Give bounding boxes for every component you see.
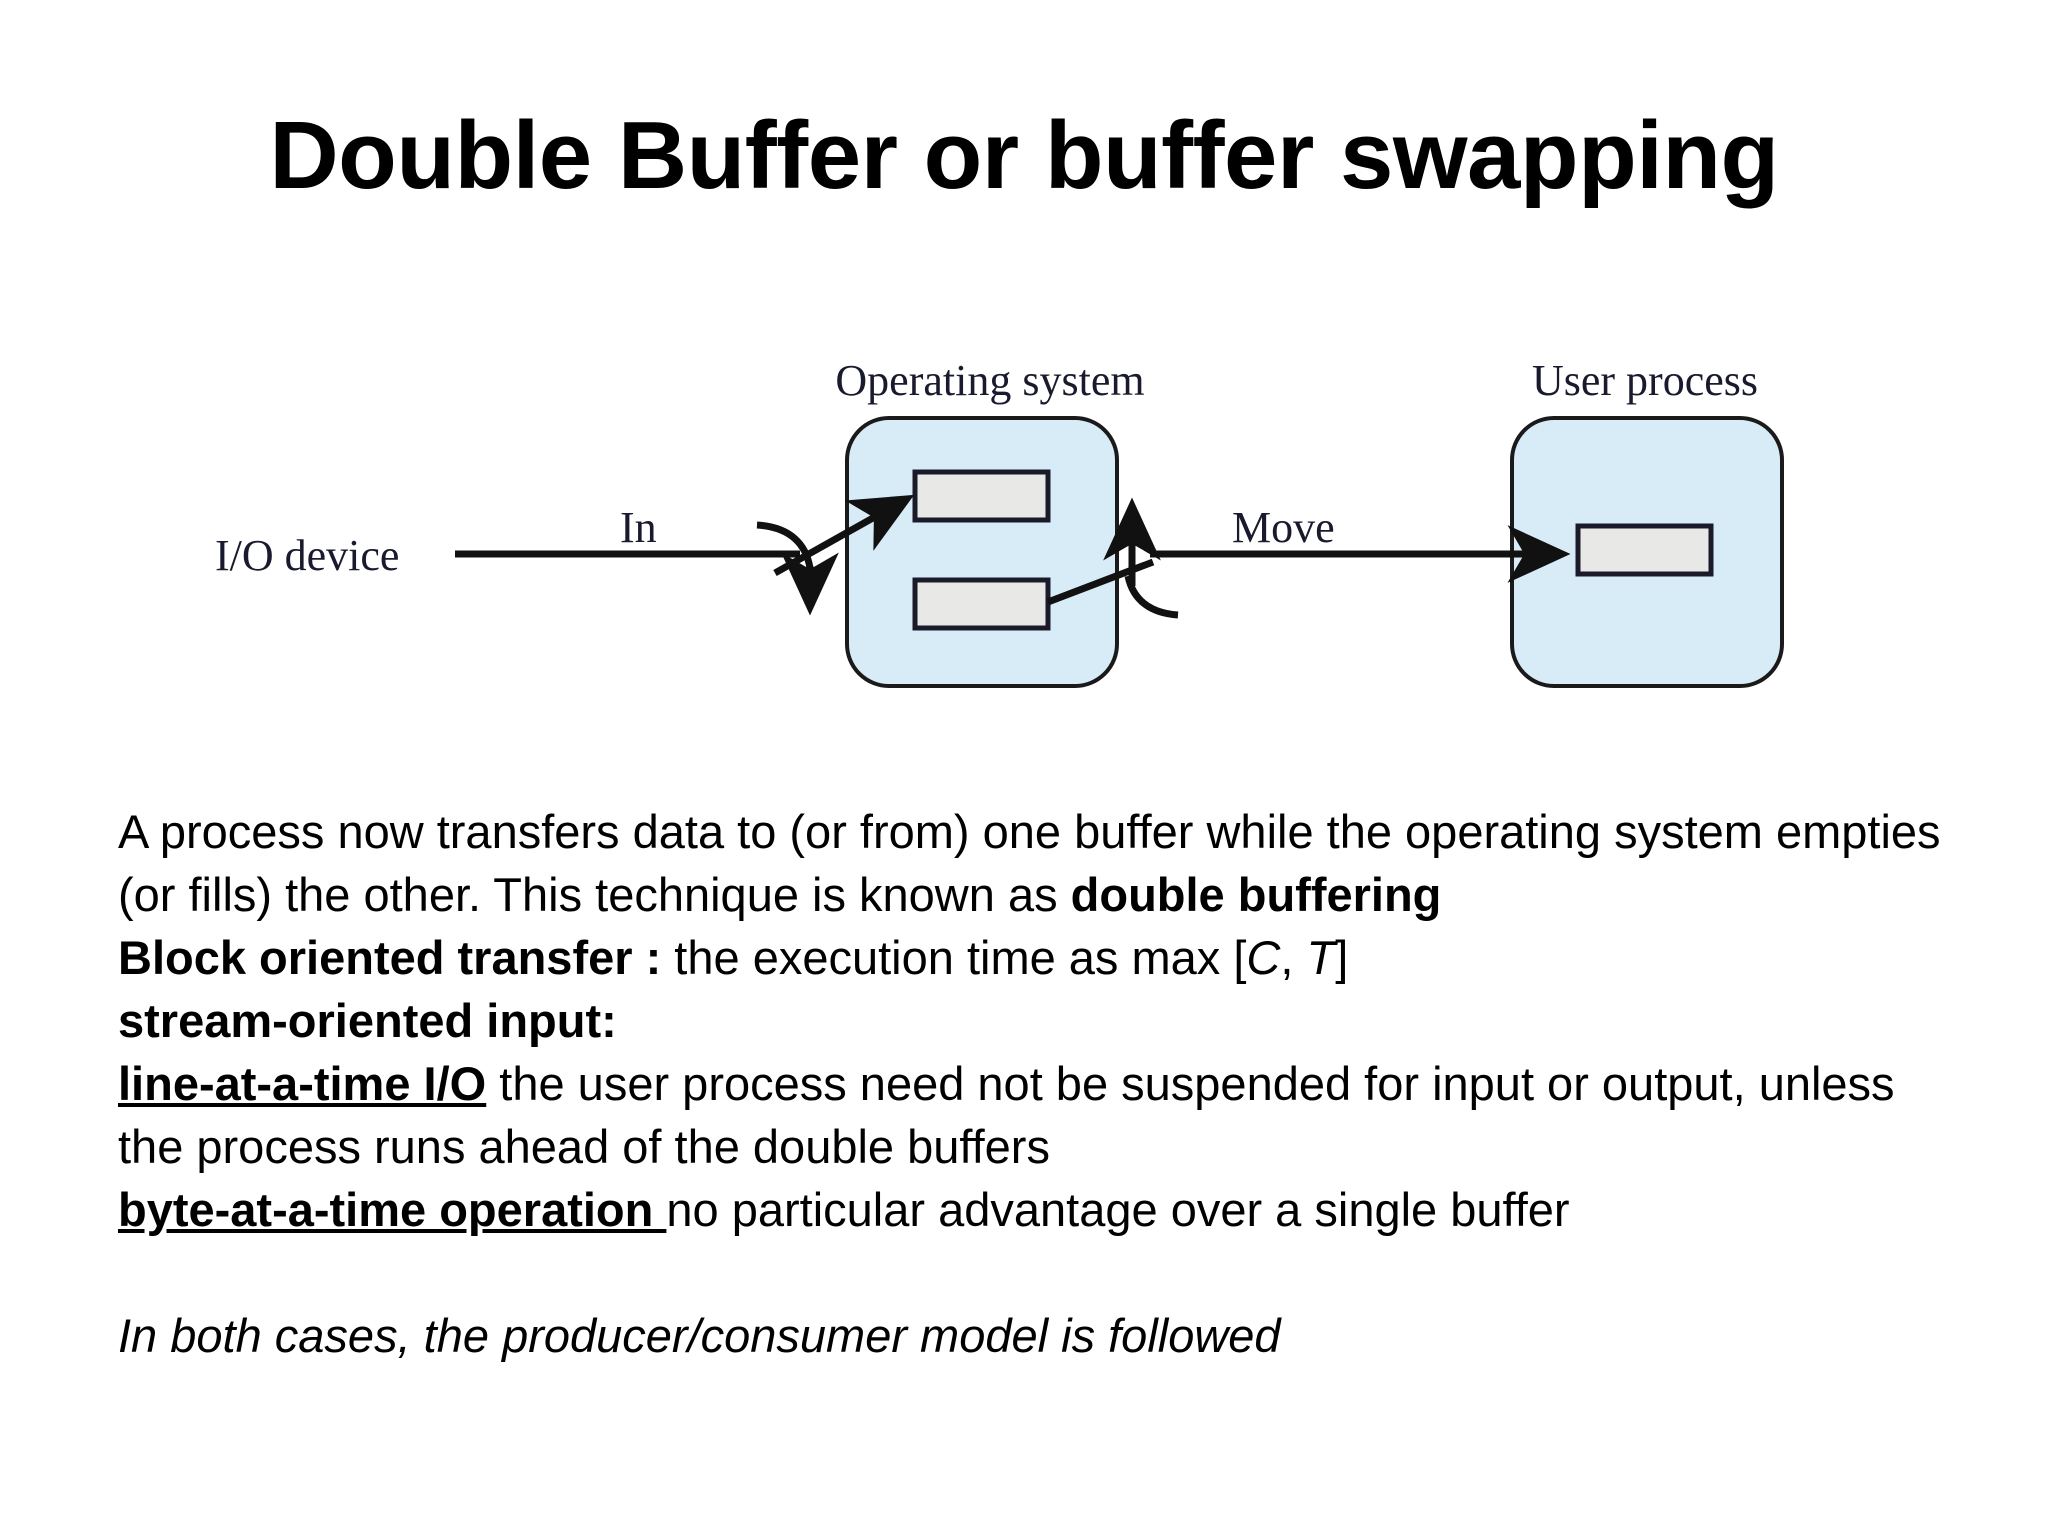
- line-at-a-time-io-text: the user process need not be suspended f…: [118, 1057, 1895, 1173]
- in-label: In: [620, 503, 657, 552]
- line-stream-oriented-input: stream-oriented input:: [118, 989, 1948, 1052]
- operating-system-label: Operating system: [835, 356, 1144, 405]
- stream-oriented-input-label: stream-oriented input:: [118, 994, 617, 1047]
- operating-system-box: [845, 416, 1119, 688]
- move-label: Move: [1232, 503, 1335, 552]
- line-byte-at-a-time-operation: byte-at-a-time operation no particular a…: [118, 1178, 1948, 1241]
- line-at-a-time-io: line-at-a-time I/O the user process need…: [118, 1052, 1948, 1178]
- closing-italic-line: In both cases, the producer/consumer mod…: [118, 1309, 1281, 1362]
- block-oriented-transfer-label: Block oriented transfer :: [118, 931, 675, 984]
- paragraph-spacer: [118, 1241, 1948, 1304]
- in-arrow: [773, 494, 915, 577]
- block-oriented-transfer-text-mid: ,: [1280, 931, 1307, 984]
- variable-c: C: [1246, 931, 1281, 984]
- paragraph1-text: A process now transfers data to (or from…: [118, 805, 1941, 921]
- byte-at-a-time-operation-label: byte-at-a-time operation: [118, 1183, 667, 1236]
- line-at-a-time-io-label: line-at-a-time I/O: [118, 1057, 487, 1110]
- block-oriented-transfer-text-pre: the execution time as max [: [674, 931, 1247, 984]
- user-process-buffer: [1575, 523, 1714, 577]
- os-buffer-top: [912, 469, 1051, 523]
- variable-t: T: [1306, 931, 1336, 984]
- paragraph-double-buffering: A process now transfers data to (or from…: [118, 800, 1948, 926]
- io-device-label: I/O device: [215, 531, 399, 580]
- diagram-svg: Operating system User process I/O device…: [215, 356, 1784, 688]
- os-buffer-bottom: [912, 577, 1051, 631]
- page-title: Double Buffer or buffer swapping: [269, 102, 1779, 209]
- body-text-block: A process now transfers data to (or from…: [118, 800, 1948, 1367]
- byte-at-a-time-operation-text: no particular advantage over a single bu…: [666, 1183, 1570, 1236]
- line-block-oriented-transfer: Block oriented transfer : the execution …: [118, 926, 1948, 989]
- block-oriented-transfer-text-post: ]: [1335, 931, 1349, 984]
- paragraph1-bold-term: double buffering: [1070, 868, 1442, 921]
- user-process-label: User process: [1532, 356, 1758, 405]
- double-buffer-diagram: Operating system User process I/O device…: [0, 330, 2048, 710]
